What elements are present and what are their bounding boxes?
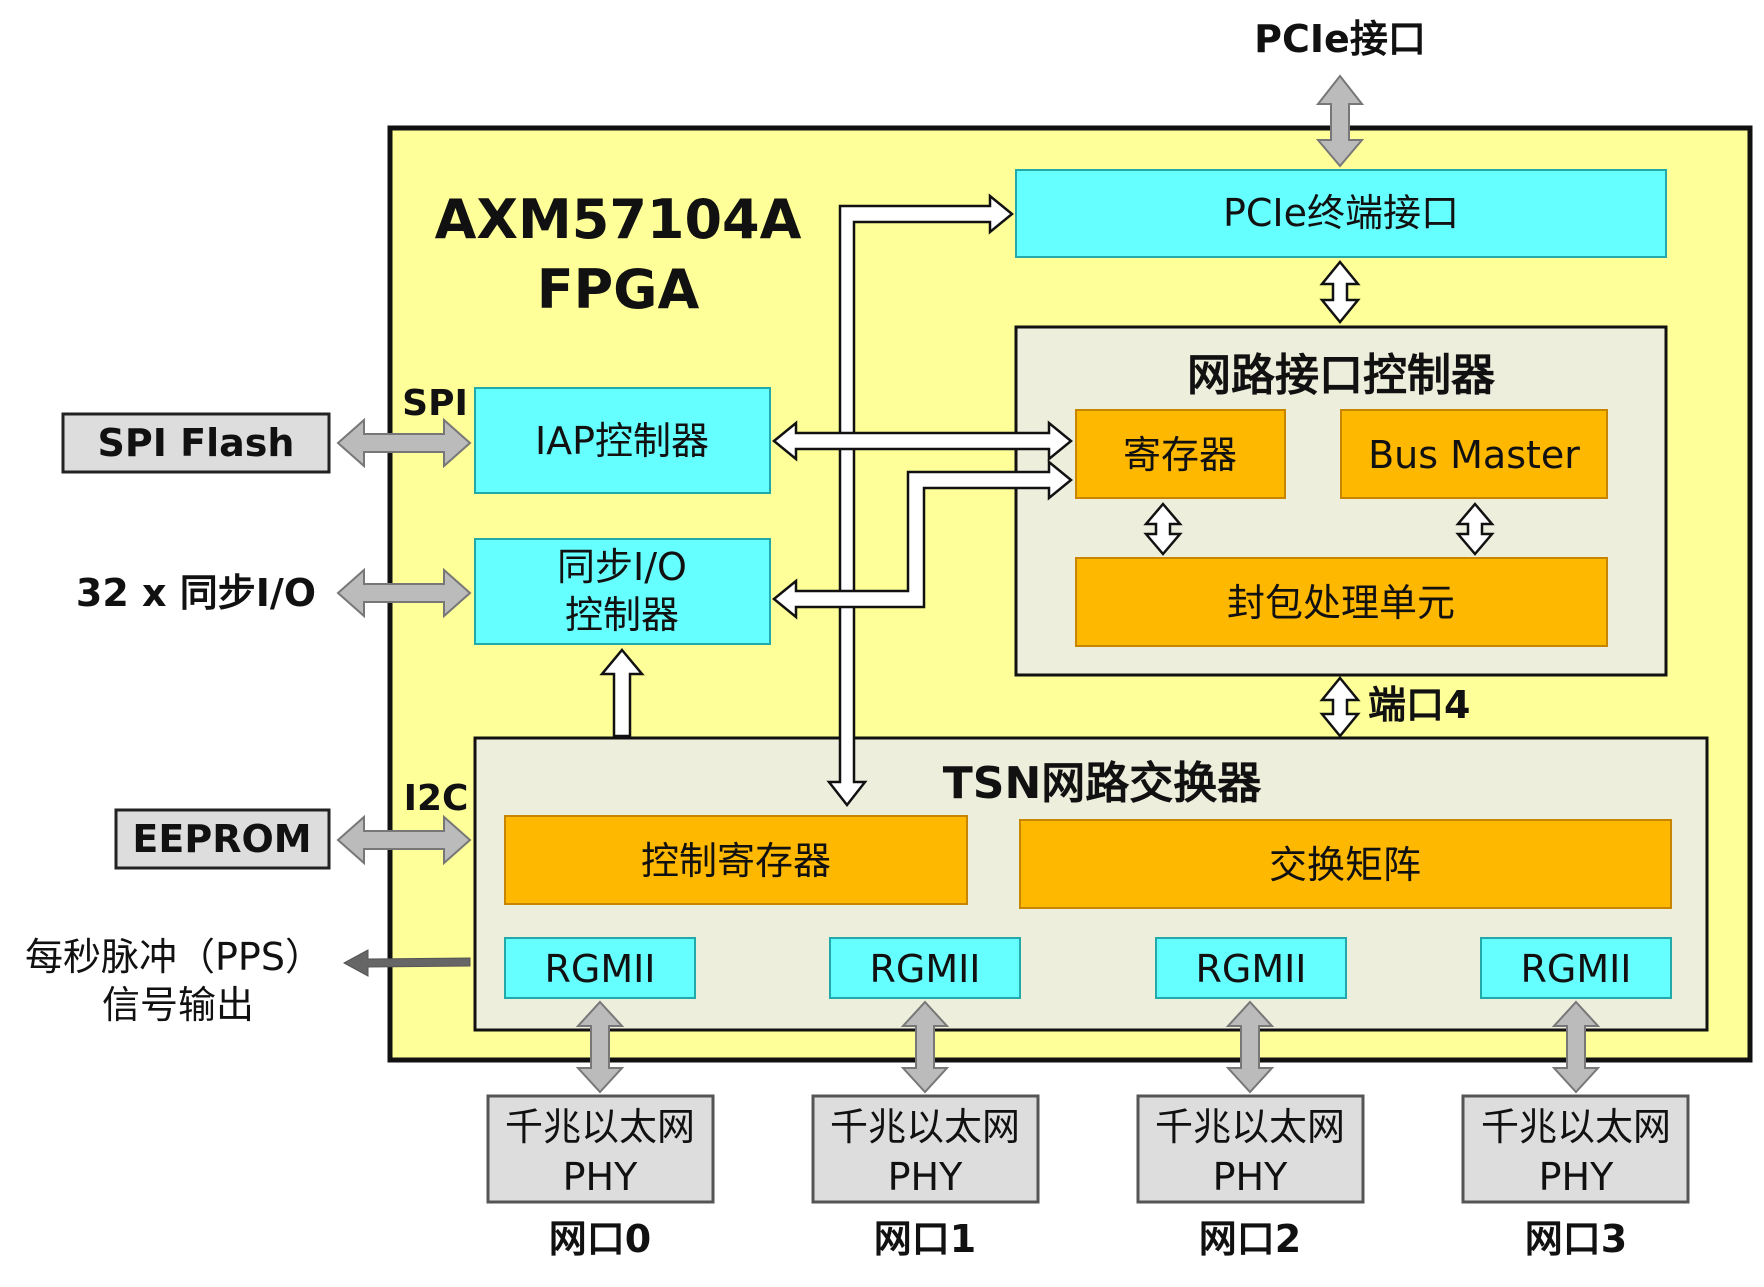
spi-label: SPI [402,383,468,424]
phy-group-0: 千兆以太网 PHY 网口0 [486,1000,715,1261]
pcie-interface-label: PCIe接口 [1254,17,1426,61]
nic-title: 网路接口控制器 [1187,350,1496,401]
phy-group-2: 千兆以太网 PHY 网口2 [1136,1000,1365,1261]
port4-arrow [1319,676,1361,738]
register-packet-arrow [1143,502,1183,556]
phy-label-line1-0: 千兆以太网 [505,1105,695,1149]
sync-io-external-label: 32 x 同步I/O [76,571,316,615]
phy-arrow-2 [1225,1000,1275,1094]
phy-arrow-1 [900,1000,950,1094]
eeprom-box [114,808,331,870]
rgmii-block-2 [1155,937,1347,999]
switch-matrix-block [1019,819,1672,909]
rgmii-block-0 [504,937,696,999]
pps-label-line1: 每秒脉冲（PPS） [25,935,323,979]
phy-label-line2-0: PHY [563,1155,638,1199]
port4-label: 端口4 [1368,683,1470,727]
tsn-switch-title: TSN网路交换器 [943,758,1263,809]
sync-io-register-bus [772,459,1073,620]
rgmii-label-2: RGMII [1195,947,1306,991]
phy-box-3 [1461,1094,1690,1204]
spi-flash-box [61,412,331,474]
switch-matrix-label: 交换矩阵 [1269,843,1421,887]
bus-master-label: Bus Master [1368,433,1580,477]
sync-io-controller-line1: 同步I/O [557,545,687,589]
fpga-title-line1: AXM57104A [435,188,802,251]
eeprom-label: EEPROM [132,817,311,861]
sync-io-controller-line2: 控制器 [565,593,679,637]
sync-io-controller-block [474,538,771,645]
pcie-external-arrow [1315,74,1365,168]
packet-unit-block [1075,557,1608,647]
iap-controller-label: IAP控制器 [535,419,709,463]
bus-master-block [1340,409,1608,499]
fpga-title-line2: FPGA [537,258,700,321]
spi-flash-arrow [336,417,472,469]
phy-label-line2-3: PHY [1539,1155,1614,1199]
phy-arrow-3 [1551,1000,1601,1094]
port-label-2: 网口2 [1199,1217,1301,1261]
pcie-endpoint-label: PCIe终端接口 [1223,191,1459,235]
rgmii-label-1: RGMII [869,947,980,991]
rgmii-block-3 [1480,937,1672,999]
sync-io-external-arrow [336,567,472,619]
pps-label-line2: 信号输出 [102,983,254,1027]
phy-group-3: 千兆以太网 PHY 网口3 [1461,1000,1690,1261]
pcie-control-bus [826,193,1014,808]
phy-box-1 [811,1094,1040,1204]
rgmii-label-3: RGMII [1520,947,1631,991]
busmaster-packet-arrow [1455,502,1495,556]
phy-label-line2-2: PHY [1213,1155,1288,1199]
control-register-label: 控制寄存器 [641,839,831,883]
phy-group-1: 千兆以太网 PHY 网口1 [811,1000,1040,1261]
rgmii-label-0: RGMII [544,947,655,991]
phy-arrow-0 [575,1000,625,1094]
register-label: 寄存器 [1123,433,1237,477]
control-register-block [504,815,968,905]
phy-box-2 [1136,1094,1365,1204]
pps-output-arrow [342,949,471,977]
spi-flash-label: SPI Flash [98,421,295,465]
phy-label-line1-3: 千兆以太网 [1481,1105,1671,1149]
register-block [1075,409,1286,499]
i2c-label: I2C [404,778,469,819]
phy-box-0 [486,1094,715,1204]
pcie-nic-arrow [1319,260,1361,324]
packet-unit-label: 封包处理单元 [1227,581,1455,625]
phy-label-line1-2: 千兆以太网 [1155,1105,1345,1149]
port-label-3: 网口3 [1525,1217,1627,1261]
port-label-1: 网口1 [874,1217,976,1261]
iap-register-bus [772,420,1073,462]
phy-label-line1-1: 千兆以太网 [830,1105,1020,1149]
phy-label-line2-1: PHY [888,1155,963,1199]
eeprom-arrow [336,814,472,866]
pcie-endpoint-block [1015,169,1667,258]
iap-controller-block [474,387,771,494]
tsn-sync-io-arrow [599,648,645,738]
rgmii-block-1 [829,937,1021,999]
port-label-0: 网口0 [549,1217,651,1261]
